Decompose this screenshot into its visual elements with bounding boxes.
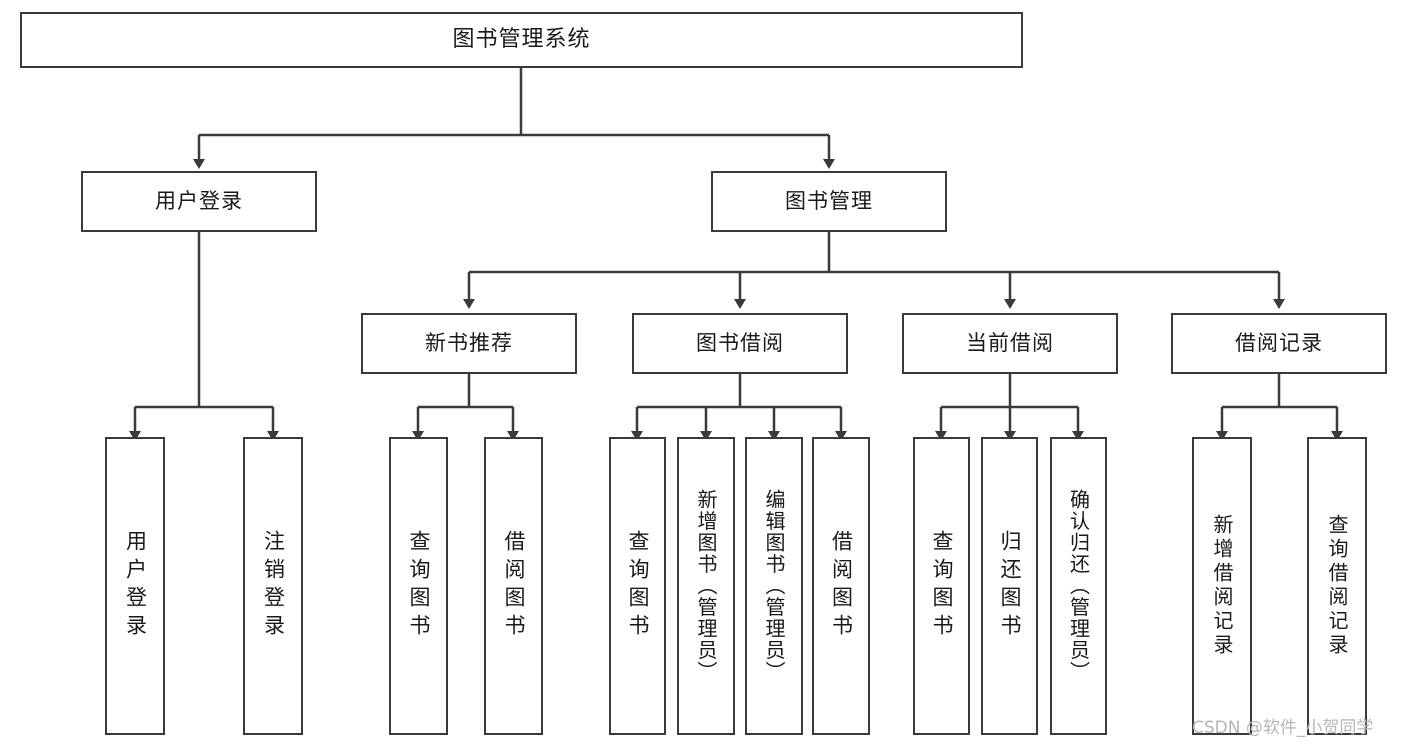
node-label: 新书推荐 xyxy=(425,331,513,356)
node-current-borrow[interactable]: 当前借阅 xyxy=(902,313,1118,374)
node-label: 借阅图书 xyxy=(502,530,526,642)
node-leaf-user-login[interactable]: 用户登录 xyxy=(105,437,165,735)
node-label: 归还图书 xyxy=(998,530,1022,642)
node-book-management[interactable]: 图书管理 xyxy=(711,171,947,232)
node-label: 用户登录 xyxy=(123,530,148,642)
node-user-login[interactable]: 用户登录 xyxy=(81,171,317,232)
node-leaf-query-book-1[interactable]: 查询图书 xyxy=(389,437,448,735)
node-new-book-recommend[interactable]: 新书推荐 xyxy=(361,313,577,374)
node-label: 编辑图书（管理员） xyxy=(762,489,786,683)
node-leaf-add-borrow-record[interactable]: 新增借阅记录 xyxy=(1192,437,1252,735)
node-leaf-return-book[interactable]: 归还图书 xyxy=(981,437,1038,735)
node-leaf-edit-book-admin[interactable]: 编辑图书（管理员） xyxy=(745,437,803,735)
node-label: 图书管理 xyxy=(785,189,873,214)
node-leaf-logout[interactable]: 注销登录 xyxy=(243,437,303,735)
node-label: 查询借阅记录 xyxy=(1325,514,1349,658)
csdn-watermark: CSDN @软件_小贺同学 xyxy=(1192,718,1374,738)
node-label: 查询图书 xyxy=(407,530,431,642)
node-label: 注销登录 xyxy=(261,530,286,642)
node-label: 确认归还（管理员） xyxy=(1066,489,1091,683)
node-root-book-management-system[interactable]: 图书管理系统 xyxy=(20,12,1023,68)
node-leaf-borrow-book-2[interactable]: 借阅图书 xyxy=(812,437,870,735)
node-label: 当前借阅 xyxy=(966,331,1054,356)
node-label: 用户登录 xyxy=(155,189,243,214)
node-book-borrow[interactable]: 图书借阅 xyxy=(632,313,848,374)
node-leaf-query-book-3[interactable]: 查询图书 xyxy=(913,437,970,735)
node-leaf-query-book-2[interactable]: 查询图书 xyxy=(609,437,666,735)
node-leaf-query-borrow-record[interactable]: 查询借阅记录 xyxy=(1307,437,1367,735)
node-leaf-borrow-book-1[interactable]: 借阅图书 xyxy=(484,437,543,735)
node-label: 新增借阅记录 xyxy=(1210,514,1234,658)
node-label: 查询图书 xyxy=(626,530,650,642)
node-borrow-records[interactable]: 借阅记录 xyxy=(1171,313,1387,374)
node-label: 图书管理系统 xyxy=(452,27,591,53)
node-label: 图书借阅 xyxy=(696,331,784,356)
node-label: 查询图书 xyxy=(930,530,954,642)
node-leaf-add-book-admin[interactable]: 新增图书（管理员） xyxy=(677,437,735,735)
node-label: 借阅图书 xyxy=(829,530,854,642)
node-label: 新增图书（管理员） xyxy=(694,489,718,683)
node-label: 借阅记录 xyxy=(1235,331,1323,356)
node-leaf-confirm-return-admin[interactable]: 确认归还（管理员） xyxy=(1050,437,1107,735)
